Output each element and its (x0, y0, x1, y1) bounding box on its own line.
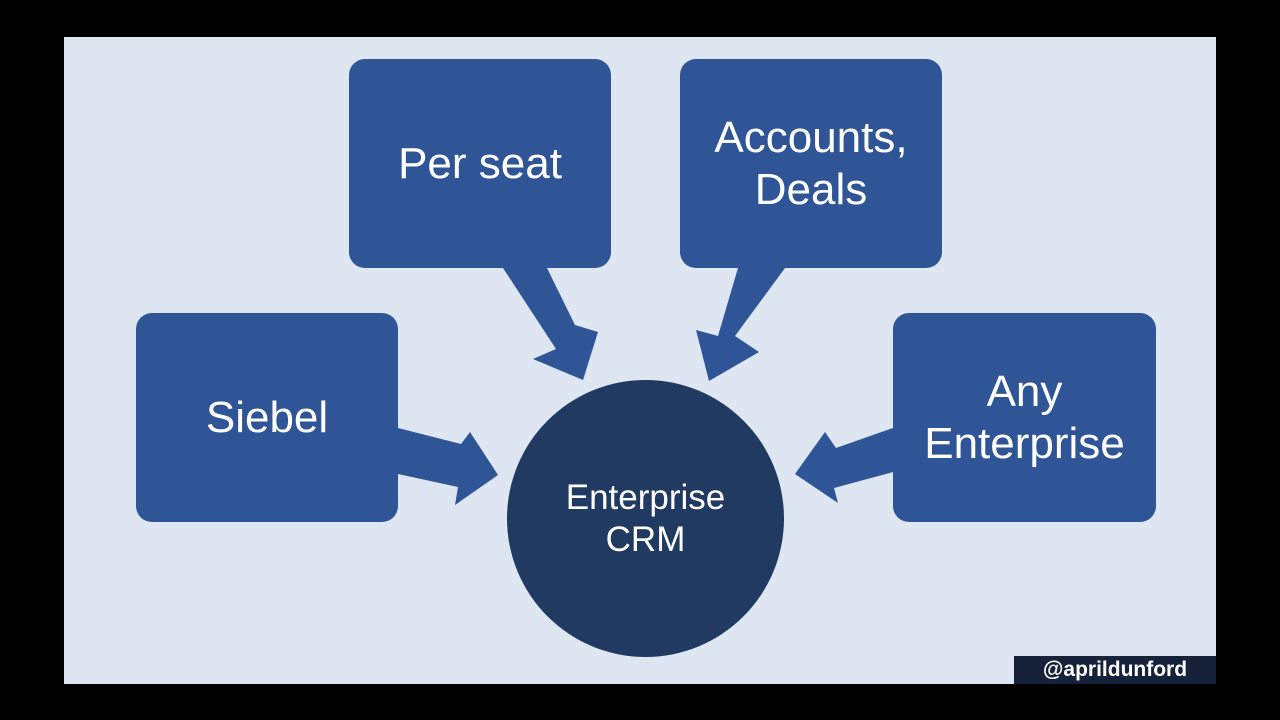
node-any-enterprise-label: Any Enterprise (924, 366, 1125, 468)
center-node-label: Enterprise CRM (565, 477, 726, 559)
node-siebel: Siebel (136, 313, 398, 522)
node-per-seat: Per seat (349, 59, 611, 268)
watermark-handle: @aprildunford (1014, 656, 1216, 684)
node-siebel-label: Siebel (205, 392, 329, 442)
node-accounts-deals: Accounts, Deals (680, 59, 942, 268)
node-any-enterprise: Any Enterprise (893, 313, 1156, 522)
center-node-enterprise-crm: Enterprise CRM (507, 380, 784, 657)
node-accounts-deals-label: Accounts, Deals (714, 112, 908, 214)
node-per-seat-label: Per seat (398, 138, 562, 188)
